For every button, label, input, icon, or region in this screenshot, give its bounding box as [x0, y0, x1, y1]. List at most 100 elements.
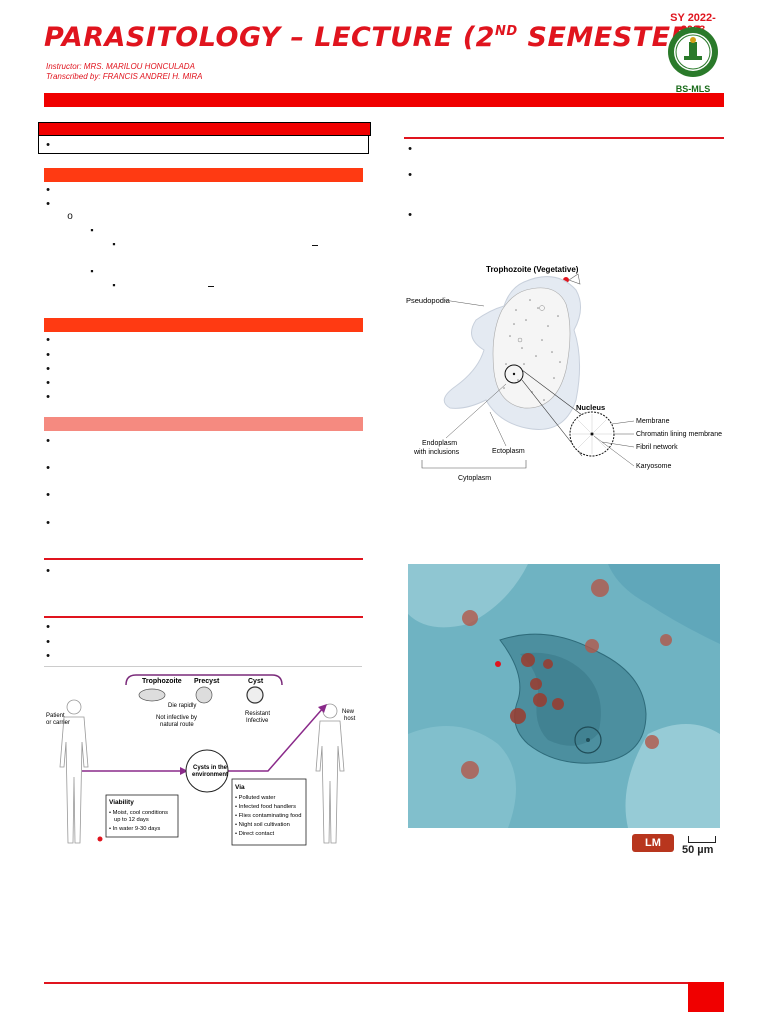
- section-bar: [44, 168, 363, 182]
- pseudopodia-label: Pseudopodia: [406, 296, 451, 305]
- via-item: • Infected food handlers: [235, 804, 296, 810]
- bullet: •: [46, 363, 50, 375]
- cysts-env-label: environment: [192, 772, 228, 778]
- die-rapidly-label: Die rapidly: [168, 703, 196, 709]
- bullet: •: [46, 650, 50, 662]
- transcriber-line: Transcribed by: FRANCIS ANDREI H. MIRA: [46, 72, 203, 81]
- ectoplasm-label: Ectoplasm: [492, 448, 525, 455]
- extracellular-rbcs: [461, 579, 672, 779]
- document-title: PARASITOLOGY – LECTURE (2ND SEMESTER): [44, 22, 705, 53]
- chromatin-label: Chromatin lining membrane: [636, 431, 722, 438]
- viability-box: [105, 794, 179, 838]
- light-micrograph: [408, 564, 720, 828]
- via-item: • Polluted water: [235, 795, 275, 801]
- bullet: •: [46, 621, 50, 633]
- not-infective-label: natural route: [160, 722, 194, 728]
- bullet: •: [46, 435, 50, 447]
- trophozoite-title: Trophozoite (Vegetative): [486, 265, 579, 274]
- viability-item: • Moist, cool conditions: [109, 810, 168, 816]
- trophozoite-label: Trophozoite: [142, 678, 182, 685]
- sub-sub-bullet: ▪: [112, 239, 116, 249]
- bullet: •: [46, 636, 50, 648]
- viability-title: Viability: [109, 799, 134, 806]
- header-band: [44, 93, 724, 107]
- sub-sub-bullet: ▪: [90, 266, 94, 276]
- dash-mark: [312, 245, 318, 246]
- school-seal: [667, 26, 719, 78]
- via-box: [231, 778, 307, 846]
- nucleus-micro: [574, 726, 602, 754]
- cyst-label: Cyst: [248, 678, 264, 685]
- nucleus-small: [504, 364, 524, 384]
- not-infective-label: Not infective by: [156, 715, 197, 721]
- new-host-label: New: [342, 709, 355, 715]
- via-item: • Direct contact: [235, 831, 274, 837]
- bullet: •: [46, 334, 50, 346]
- lm-badge: LM: [632, 834, 674, 852]
- dash-mark: [208, 286, 214, 287]
- viability-item: • In water 9-30 days: [109, 826, 160, 832]
- precyst-label: Precyst: [194, 678, 220, 685]
- instructor-line: Instructor: MRS. MARILOU HONCULADA: [46, 62, 195, 71]
- patient-label: Patient: [46, 713, 65, 719]
- environment-circle: [185, 749, 229, 793]
- scale-label: 50 µm: [682, 844, 714, 856]
- section-rule: [44, 616, 363, 618]
- bullet: •: [46, 517, 50, 529]
- resistant-label: Resistant: [245, 711, 270, 717]
- sub-bullet: o: [67, 211, 73, 222]
- via-item: • Night soil cultivation: [235, 822, 290, 828]
- endoplasm-shape: [492, 287, 571, 409]
- new-host-label: host: [344, 716, 356, 722]
- ingested-rbcs: [510, 653, 564, 724]
- via-item: • Flies contaminating food: [235, 813, 301, 819]
- membrane-label: Membrane: [636, 418, 670, 425]
- section-bar-light: [44, 417, 363, 431]
- section-bar: [44, 318, 363, 332]
- precyst-stage: [195, 686, 213, 704]
- program-label: BS-MLS: [675, 84, 711, 94]
- sub-sub-bullet: ▪: [90, 225, 94, 235]
- section-rule: [404, 137, 724, 139]
- bullet: •: [46, 462, 50, 474]
- trophozoite-diagram: Trophozoite (Vegetative) Pseudopodia Nuc…: [406, 260, 724, 490]
- cytoplasm-label: Cytoplasm: [458, 475, 491, 482]
- cursor-icon: [568, 273, 581, 285]
- viability-item: up to 12 days: [114, 817, 149, 823]
- endoplasm-label: with inclusions: [413, 449, 460, 456]
- bullet: •: [408, 143, 412, 155]
- endoplasm-label: Endoplasm: [422, 440, 457, 447]
- cyst-stage: [246, 686, 264, 704]
- bullet: •: [46, 198, 50, 210]
- nucleus-label: Nucleus: [576, 403, 605, 412]
- bullet: •: [46, 377, 50, 389]
- boxed-section-body: [38, 136, 369, 154]
- patient-figure: [59, 699, 89, 844]
- bullet: •: [46, 184, 50, 196]
- karyosome-label: Karyosome: [636, 463, 672, 470]
- cysts-env-label: Cysts in the: [193, 765, 228, 771]
- page-number-box: [688, 982, 724, 1012]
- bullet: •: [46, 349, 50, 361]
- bullet: •: [46, 565, 50, 577]
- bullet: •: [408, 169, 412, 181]
- bullet: •: [46, 489, 50, 501]
- footer-rule: [44, 982, 724, 984]
- bullet: •: [408, 209, 412, 221]
- bullet: •: [46, 391, 50, 403]
- patient-label: or carrier: [46, 720, 70, 726]
- scale-bar: [688, 836, 716, 843]
- endoplasm-granules: [503, 299, 561, 401]
- boxed-section-header: [38, 122, 371, 136]
- new-host-figure: [315, 703, 345, 844]
- fibril-label: Fibril network: [636, 444, 678, 451]
- pin-icon: [495, 661, 501, 667]
- transmission-diagram: Trophozoite Precyst Cyst Die rapidly Not…: [44, 666, 362, 849]
- infective-label: Infective: [246, 718, 269, 724]
- sub-sub-bullet: ▪: [112, 280, 116, 290]
- pin-icon: [97, 836, 103, 842]
- trophozoite-stage: [138, 688, 166, 702]
- section-rule: [44, 558, 363, 560]
- via-title: Via: [235, 784, 245, 791]
- bullet: •: [46, 139, 50, 151]
